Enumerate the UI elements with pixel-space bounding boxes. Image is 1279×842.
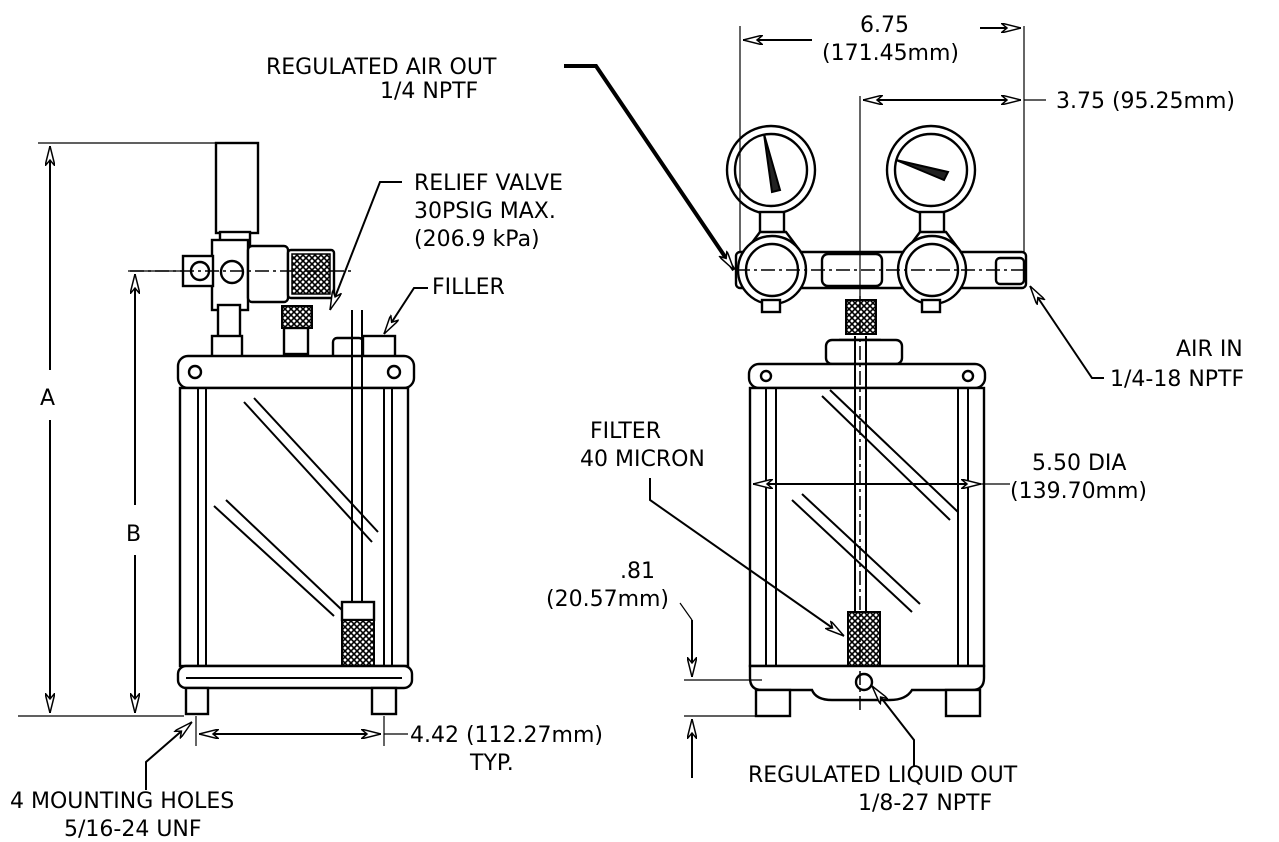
label-air-in: AIR IN — [1176, 337, 1243, 362]
label-liquid-out-thread: 1/8-27 NPTF — [858, 791, 992, 816]
foot — [184, 686, 210, 716]
label-dim-offset: 3.75 (95.25mm) — [1056, 89, 1235, 114]
front-view — [725, 124, 1028, 718]
gauge-side — [214, 141, 260, 235]
label-air-in-thread: 1/4-18 NPTF — [1110, 367, 1244, 392]
label-relief-valve: RELIEF VALVE — [414, 171, 563, 196]
top-cap-front — [824, 338, 904, 366]
label-dim-holes-typ: TYP. — [469, 751, 514, 776]
label-dim-dia-mm: (139.70mm) — [1010, 479, 1147, 504]
foot — [944, 688, 982, 718]
leaders-right — [564, 64, 1104, 766]
label-dim-b: B — [126, 522, 141, 547]
label-dim-dia: 5.50 DIA — [1032, 451, 1126, 476]
side-view — [130, 141, 416, 716]
dimensions-front — [679, 26, 1046, 778]
label-dim-a: A — [40, 386, 55, 411]
label-regulated-air-out-thread: 1/4 NPTF — [380, 79, 478, 104]
top-plate-side — [176, 354, 416, 390]
dimension-hole-spacing — [195, 716, 408, 746]
label-mounting-holes: 4 MOUNTING HOLES — [10, 789, 234, 814]
label-filler: FILLER — [432, 275, 505, 300]
label-filter: FILTER — [590, 419, 661, 444]
labels: REGULATED AIR OUT 1/4 NPTF RELIEF VALVE … — [10, 13, 1244, 842]
label-dim-small: .81 — [620, 559, 655, 584]
label-dim-small-mm: (20.57mm) — [546, 587, 669, 612]
filter-front — [847, 611, 881, 669]
label-regulated-air-out: REGULATED AIR OUT — [266, 55, 497, 80]
label-dim-width: 6.75 — [860, 13, 909, 38]
label-filter-micron: 40 MICRON — [580, 447, 705, 472]
foot — [754, 688, 792, 718]
label-liquid-out: REGULATED LIQUID OUT — [748, 763, 1018, 788]
label-relief-valve-kpa: (206.9 kPa) — [414, 227, 540, 252]
label-relief-valve-max: 30PSIG MAX. — [414, 199, 556, 224]
leaders-left — [145, 181, 428, 790]
label-dim-width-mm: (171.45mm) — [822, 41, 959, 66]
filter-side — [341, 619, 375, 669]
label-mounting-thread: 5/16-24 UNF — [64, 817, 202, 842]
relief-valve — [281, 305, 313, 329]
label-dim-holes: 4.42 (112.27mm) — [410, 723, 603, 748]
dimension-a-b — [18, 142, 216, 717]
foot — [370, 686, 398, 716]
